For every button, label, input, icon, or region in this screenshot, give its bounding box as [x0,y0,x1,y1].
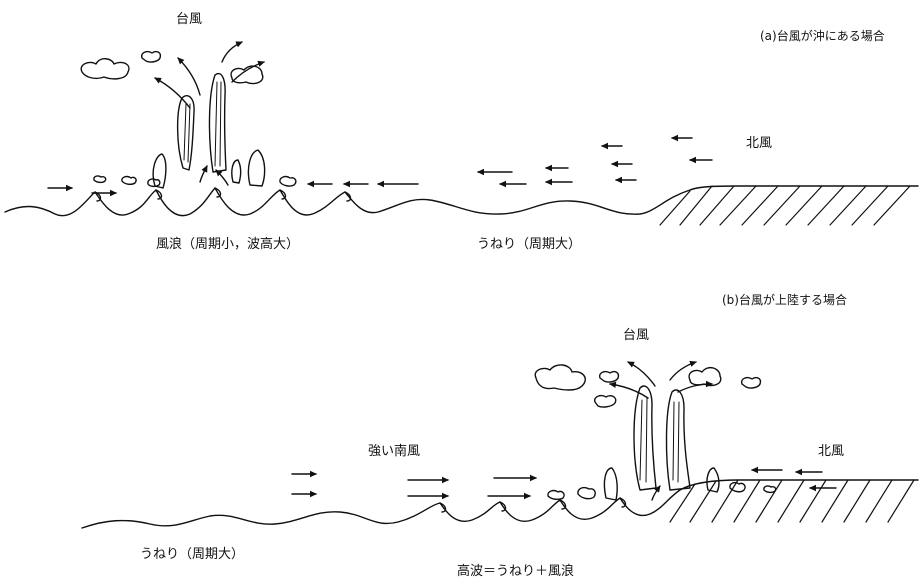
panel-b-cloud [578,488,595,499]
panel-b-cloud [595,396,616,407]
panel-a-drawing [5,42,918,225]
panel-b-tower-hatch [640,398,679,482]
panel-b-swell-label: うねり（周期大） [140,548,244,561]
panel-b-cloud [535,365,585,390]
panel-a-inflow-arrow [216,170,228,185]
panel-a-wind-waves-label: 風浪（周期小，波高大） [156,238,299,251]
panel-a-cloud [94,176,106,182]
panel-a-swell-label: うねり（周期大） [477,238,581,251]
panel-a-cloud [122,177,136,185]
panel-a-outflow-arrow [178,58,200,95]
panel-b-south-wind-label: 強い南風 [368,445,420,458]
panel-b-drawing [82,362,918,528]
panel-a-cloud-column [248,150,264,186]
panel-b-cloud [689,368,721,386]
panel-a-tower-hatch [184,82,221,166]
panel-a-coast-hatching [660,186,910,225]
panel-a-inflow-arrow [200,166,207,182]
panel-b-cloud [764,486,776,492]
panel-b-high-wave-label: 高波＝うねり＋風浪 [457,565,574,578]
panel-a-cloud-column [232,160,241,183]
panel-a-typhoon-label: 台風 [176,13,202,26]
panel-b-typhoon-tower [634,386,656,490]
panel-b-cloud [730,483,745,492]
panel-b-cloud [742,378,761,388]
panel-a-outflow-arrow [155,78,190,108]
panel-a-outflow-arrow [222,42,242,62]
panel-b-outflow-arrow [628,362,655,386]
panel-b-cloud-column [604,468,617,500]
panel-a-cloud [142,52,161,62]
panel-a-north-wind-label: 北風 [746,137,772,150]
panel-a-cloud [280,177,296,186]
panel-a-sea-surface [5,186,918,216]
panel-b-typhoon-label: 台風 [623,329,649,342]
panel-b-sea-surface [82,480,918,528]
panel-b-north-wind-label: 北風 [818,445,844,458]
panel-a-caption: (a)台風が沖にある場合 [760,30,885,42]
panel-b-cloud-column [707,468,719,492]
panel-a-typhoon-tower [209,74,226,172]
panel-a-outflow-arrow [232,62,264,82]
panel-b-caption: (b)台風が上陸する場合 [722,294,847,306]
panel-b-cloud [600,372,619,382]
panel-b-cloud [548,491,564,500]
panel-a-cloud [231,66,263,83]
panel-a-cloud [81,59,129,79]
